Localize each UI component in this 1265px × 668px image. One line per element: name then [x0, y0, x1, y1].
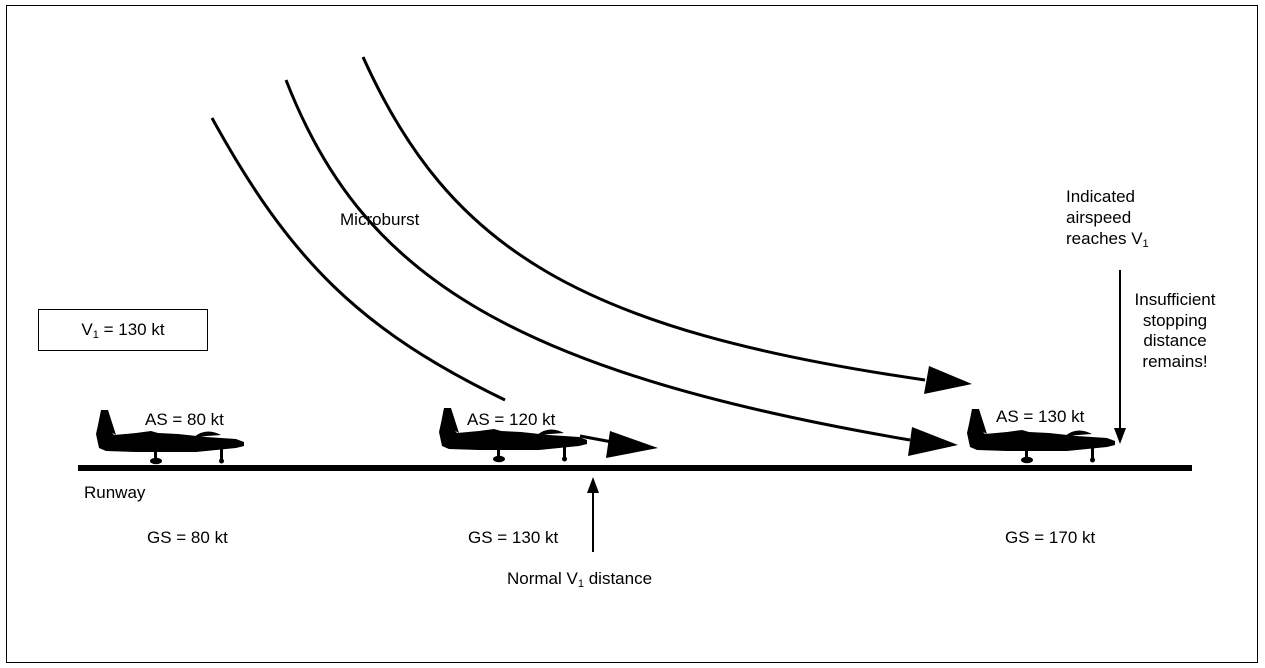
diagram-border — [6, 5, 1258, 663]
aircraft-3-as-label: AS = 130 kt — [996, 407, 1085, 426]
v1-box-label: V1 = 130 kt — [81, 320, 165, 341]
microburst-label: Microburst — [340, 210, 420, 229]
indicated-airspeed-label: Indicated airspeed reaches V1 — [1066, 187, 1149, 250]
runway-label: Runway — [84, 483, 146, 502]
microburst-flow-line-1 — [210, 117, 506, 402]
microburst-flow-arrow — [606, 431, 658, 458]
insufficient-distance-label: Insufficient stopping distance remains! — [1134, 290, 1216, 371]
aircraft-3-gs-label: GS = 170 kt — [1005, 528, 1096, 547]
aircraft-1-gs-label: GS = 80 kt — [147, 528, 228, 547]
normal-v1-distance-label: Normal V1 distance — [507, 569, 653, 590]
microburst-flow-arrow — [908, 427, 958, 456]
microburst-flow-line-3 — [361, 56, 926, 382]
pointer-arrow-head — [1114, 428, 1126, 444]
microburst-flow-line-2 — [284, 79, 911, 442]
aircraft-2-gs-label: GS = 130 kt — [468, 528, 559, 547]
microburst-flow-arrow — [924, 366, 972, 394]
v1-speed-box: V1 = 130 kt — [38, 309, 208, 351]
aircraft-2-as-label: AS = 120 kt — [467, 410, 556, 429]
aircraft-1-as-label: AS = 80 kt — [145, 410, 224, 429]
pointer-arrow-head — [587, 477, 599, 493]
microburst-flow-line-1b — [579, 434, 613, 444]
